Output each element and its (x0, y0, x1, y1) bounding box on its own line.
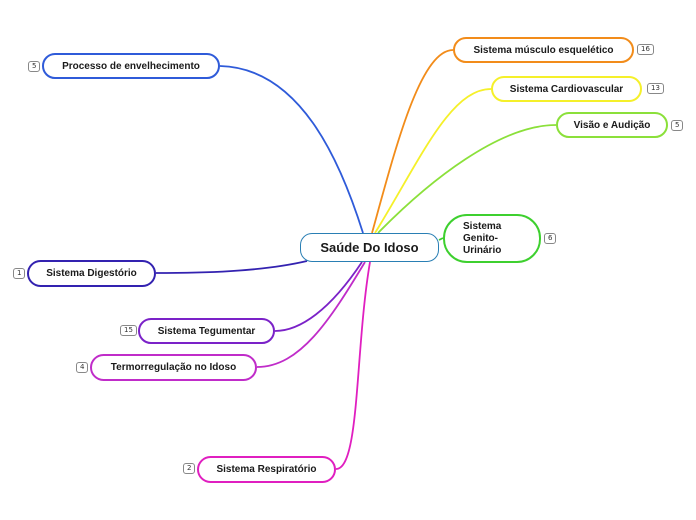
connector-line (377, 124, 557, 234)
topic-count-badge: 4 (76, 362, 89, 373)
connector-line (274, 261, 363, 332)
topic-count-badge: 15 (120, 325, 137, 336)
topic-count-badge: 16 (637, 44, 654, 55)
topic-count-badge: 6 (544, 233, 557, 244)
connector-line (256, 261, 366, 368)
topic-count-badge: 1 (13, 268, 26, 279)
connector-line (438, 237, 444, 241)
topic-sistema-tegumentar[interactable]: Sistema Tegumentar (138, 318, 275, 344)
topic-sistema-digestorio[interactable]: Sistema Digestório (27, 260, 156, 287)
topic-sistema-cardiovascular[interactable]: Sistema Cardiovascular (491, 76, 642, 102)
topic-count-badge: 13 (647, 83, 664, 94)
topic-processo-de-envelhecimento[interactable]: Processo de envelhecimento (42, 53, 220, 79)
connector-line (335, 261, 371, 470)
connector-line (374, 88, 492, 234)
topic-count-badge: 5 (28, 61, 41, 72)
connector-line (371, 49, 454, 234)
topic-sistema-musculo-esqueletico[interactable]: Sistema músculo esquelético (453, 37, 634, 63)
topic-visao-e-audicao[interactable]: Visão e Audição (556, 112, 668, 138)
topic-count-badge: 2 (183, 463, 196, 474)
topic-sistema-respiratorio[interactable]: Sistema Respiratório (197, 456, 336, 483)
central-topic[interactable]: Saúde Do Idoso (300, 233, 439, 262)
topic-sistema-genito-urinario[interactable]: Sistema Genito-Urinário (443, 214, 541, 263)
topic-count-badge: 5 (671, 120, 684, 131)
connector-line (155, 260, 308, 274)
connector-line (219, 65, 364, 234)
topic-termorregulacao-no-idoso[interactable]: Termorregulação no Idoso (90, 354, 257, 381)
